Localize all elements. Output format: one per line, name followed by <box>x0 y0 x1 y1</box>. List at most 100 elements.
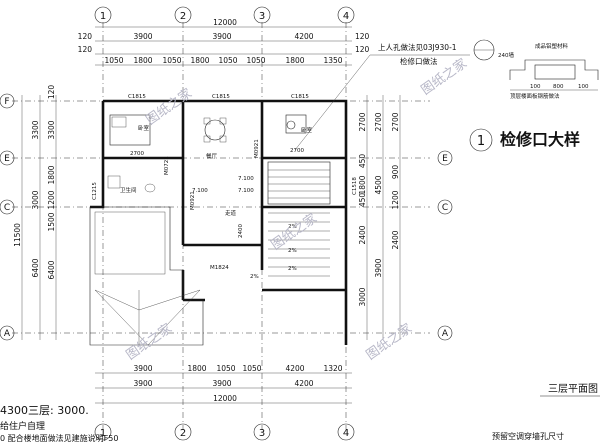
dim: 3000 <box>358 287 367 306</box>
dim: 450 <box>358 193 367 208</box>
axis-label: 1 <box>100 11 106 22</box>
height-tag: 2% <box>288 266 297 272</box>
window-tag: M0921 <box>254 139 260 158</box>
dim: 3900 <box>374 258 383 277</box>
dim: 4200 <box>294 32 313 41</box>
detail-title-block: 1 检修口大样 <box>469 128 580 152</box>
axis-label: E <box>442 154 448 164</box>
window-tag: C1815 <box>291 94 309 100</box>
axis-label: 3 <box>259 428 265 439</box>
dim-total: 12000 <box>213 394 237 403</box>
dimensions-left: 11500 3300 3000 6400 3300 1800 1200 1500… <box>13 85 57 340</box>
dim: 1050 <box>246 56 265 65</box>
detail-title: 检修口大样 <box>500 130 580 149</box>
height-tag: 2% <box>250 274 259 280</box>
dim: 1800 <box>133 56 152 65</box>
window-tag: C1215 <box>92 182 98 200</box>
axis-label: A <box>442 329 449 339</box>
dim: 3900 <box>133 379 152 388</box>
dimensions-top: 12000 3900 3900 4200 120 120 120 120 105… <box>78 18 370 66</box>
dim: 2700 <box>358 112 367 131</box>
watermark-text: 图纸之家 <box>363 320 415 363</box>
dimensions-bottom: 3900 1800 1050 1050 4200 1320 3900 3900 … <box>95 364 352 404</box>
dim: 2700 <box>391 112 400 131</box>
dim: 1500 <box>47 212 56 231</box>
axis-bubbles-top: 1 2 3 4 <box>94 6 355 24</box>
detail-label: 顶层楼面板钢筋做法 <box>510 92 560 100</box>
height-tag: 2700 <box>130 151 144 157</box>
detail-sketch: 240墙 成品铝塑材料 顶层楼面板钢筋做法 100 800 100 <box>498 42 599 100</box>
dim: 2700 <box>374 112 383 131</box>
annotation-sub: 检修口做法 <box>400 56 438 66</box>
height-tag: 7.100 <box>238 176 254 182</box>
dim: 1350 <box>323 56 342 65</box>
dimensions-right: 2700 450 1800 450 2400 3000 2700 4500 39… <box>358 95 401 340</box>
dim: 1800 <box>47 165 56 184</box>
axis-bubbles-left: F E C A <box>0 93 15 341</box>
axis-bubbles-bottom: 1 2 3 4 <box>94 423 355 441</box>
dim: 1050 <box>162 56 181 65</box>
bottom-notes: 4300三层: 3000. 给住户自理 0 配合楼地面做法见建施说明F50 预留… <box>0 404 564 442</box>
detail-dim: 100 <box>530 84 541 90</box>
room-label: 卧室 <box>138 124 150 132</box>
dim: 3900 <box>212 32 231 41</box>
dim: 120 <box>47 85 56 100</box>
height-tag: 2400 <box>238 224 244 238</box>
dim: 120 <box>78 45 93 54</box>
note-floor: 0 配合楼地面做法见建施说明F50 <box>0 433 118 442</box>
height-tag: 7.100 <box>238 188 254 194</box>
dim: 3900 <box>133 364 152 373</box>
window-tag: C1518 <box>352 177 358 195</box>
detail-label: 成品铝塑材料 <box>535 42 569 50</box>
dim: 1050 <box>218 56 237 65</box>
dim: 3300 <box>47 120 56 139</box>
dim: 1800 <box>187 364 206 373</box>
axis-label: A <box>4 329 11 339</box>
detail-dim: 800 <box>553 84 564 90</box>
axis-label: F <box>4 97 9 107</box>
dim: 120 <box>78 32 93 41</box>
dim: 1800 <box>358 175 367 194</box>
window-tags: C1815 C1815 C1815 C1215 C1518 M1824 M092… <box>92 94 358 280</box>
height-tag: 2% <box>288 248 297 254</box>
axis-label: 2 <box>180 428 186 439</box>
watermark-text: 图纸之家 <box>123 320 175 363</box>
axis-label: C <box>4 203 10 213</box>
dim: 4200 <box>285 364 304 373</box>
floor-title: 三层平面图 <box>548 383 598 395</box>
dim: 1050 <box>242 364 261 373</box>
dim: 1050 <box>216 364 235 373</box>
dim: 3900 <box>133 32 152 41</box>
dim: 900 <box>391 165 400 180</box>
axis-label: 1 <box>100 428 106 439</box>
window-tag: M0921 <box>190 191 196 210</box>
dim: 1800 <box>285 56 304 65</box>
window-tag: C1815 <box>212 94 230 100</box>
dim: 1200 <box>391 190 400 209</box>
dim: 3000 <box>31 190 40 209</box>
note-ac: 预留空调穿墙孔尺寸 <box>492 431 564 441</box>
dim: 1200 <box>47 190 56 209</box>
room-label: 卧室 <box>301 126 313 134</box>
annotation-leader: 上人孔做法见03J930-1 检修口做法 <box>294 39 495 151</box>
window-tag: M0721 <box>164 156 170 175</box>
dim: 4500 <box>374 175 383 194</box>
dim-total: 11500 <box>13 223 22 247</box>
dim: 6400 <box>47 260 56 279</box>
dim: 2400 <box>358 225 367 244</box>
dim: 120 <box>355 32 370 41</box>
room-label: 卫生间 <box>120 186 137 194</box>
axis-label: 4 <box>343 428 349 439</box>
dim: 4200 <box>294 379 313 388</box>
axis-label: 2 <box>180 11 186 22</box>
detail-label: 240墙 <box>498 51 514 59</box>
watermark-text: 图纸之家 <box>268 210 320 253</box>
annotation-text: 上人孔做法见03J930-1 <box>378 42 457 52</box>
axis-label: 3 <box>259 11 265 22</box>
axis-label: 4 <box>343 11 349 22</box>
detail-number: 1 <box>477 134 485 149</box>
room-label: 走道 <box>225 209 237 217</box>
axis-label: E <box>4 154 10 164</box>
axis-label: C <box>442 203 448 213</box>
